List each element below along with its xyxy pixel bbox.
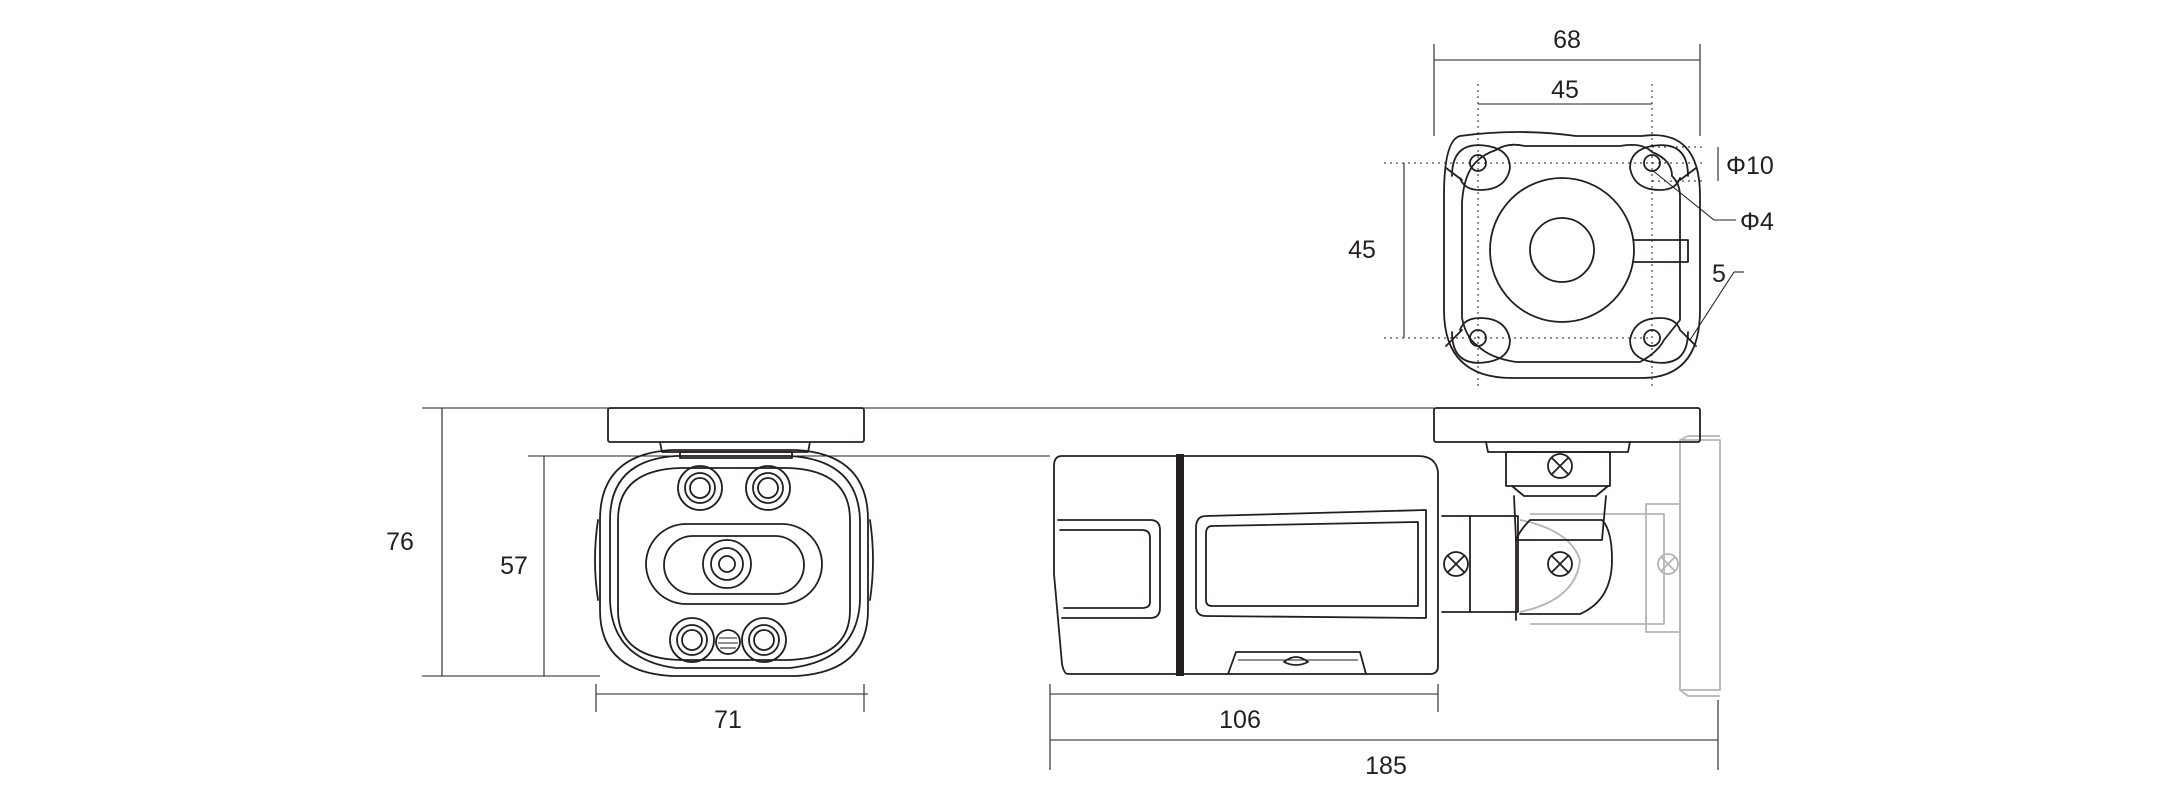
front-view bbox=[594, 407, 874, 677]
side-mount-plate bbox=[1433, 407, 1701, 443]
side-view bbox=[1053, 407, 1721, 697]
screw-arm bbox=[1443, 551, 1469, 577]
hole-top-left bbox=[1451, 144, 1511, 191]
center-boss-inner bbox=[1529, 217, 1595, 283]
front-view-dimensions bbox=[422, 407, 1434, 712]
center-boss-outer bbox=[1489, 177, 1635, 323]
hole-top-right bbox=[1629, 144, 1689, 191]
hole-bottom-right bbox=[1629, 317, 1689, 364]
dim-outer-hole-dia: Φ10 bbox=[1726, 152, 1774, 180]
camera-body bbox=[1053, 455, 1439, 675]
dim-inner-hole-dia: Φ4 bbox=[1740, 208, 1774, 236]
bottom-screw bbox=[1283, 656, 1309, 666]
dim-hole-spacing-v: 45 bbox=[1348, 236, 1376, 264]
dim-body-length: 106 bbox=[1219, 706, 1261, 734]
lens bbox=[702, 539, 752, 589]
ir-led-bottom-left bbox=[669, 617, 715, 663]
dim-body-height: 57 bbox=[500, 552, 528, 580]
dim-body-width: 71 bbox=[714, 706, 742, 734]
dim-total-height: 76 bbox=[386, 528, 414, 556]
top-view-dimensions bbox=[1403, 44, 1744, 341]
dim-total-length: 185 bbox=[1365, 752, 1407, 780]
ir-led-top-left bbox=[677, 465, 723, 511]
dim-corner: 5 bbox=[1712, 260, 1726, 288]
ir-led-bottom-right bbox=[741, 617, 787, 663]
hole-bottom-left bbox=[1451, 317, 1511, 364]
screw-top bbox=[1547, 453, 1573, 479]
sun-shield-edge bbox=[1176, 454, 1184, 676]
lens-window-outer bbox=[645, 523, 823, 605]
screw-knuckle bbox=[1547, 551, 1573, 577]
dim-top-width: 68 bbox=[1553, 26, 1581, 54]
front-mount-plate bbox=[607, 407, 865, 443]
top-view bbox=[1384, 84, 1706, 390]
dim-hole-spacing-h: 45 bbox=[1551, 76, 1579, 104]
ir-led-top-right bbox=[745, 465, 791, 511]
lens-window-inner bbox=[663, 535, 805, 595]
ghost-bracket bbox=[1519, 435, 1721, 697]
side-view-dimensions bbox=[1049, 684, 1719, 770]
light-sensor bbox=[715, 629, 741, 655]
